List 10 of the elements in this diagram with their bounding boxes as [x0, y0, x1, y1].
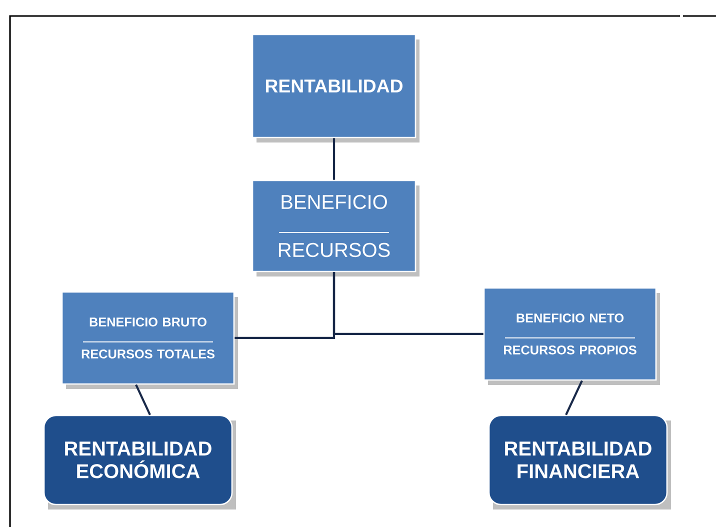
title-box: RENTABILIDAD [252, 34, 416, 138]
connector-line [565, 380, 583, 416]
connector-line [332, 272, 484, 336]
connector-line [135, 384, 151, 416]
fraction-box: BENEFICIO RECURSOS [252, 180, 416, 272]
fraction-box: BENEFICIO BRUTO RECURSOS TOTALES [61, 291, 235, 385]
fraction-box: BENEFICIO NETO RECURSOS PROPIOS [483, 287, 657, 381]
connector-line [332, 138, 336, 180]
result-box: RENTABILIDAD FINANCIERA [488, 414, 668, 506]
result-box: RENTABILIDAD ECONÓMICA [43, 414, 233, 506]
